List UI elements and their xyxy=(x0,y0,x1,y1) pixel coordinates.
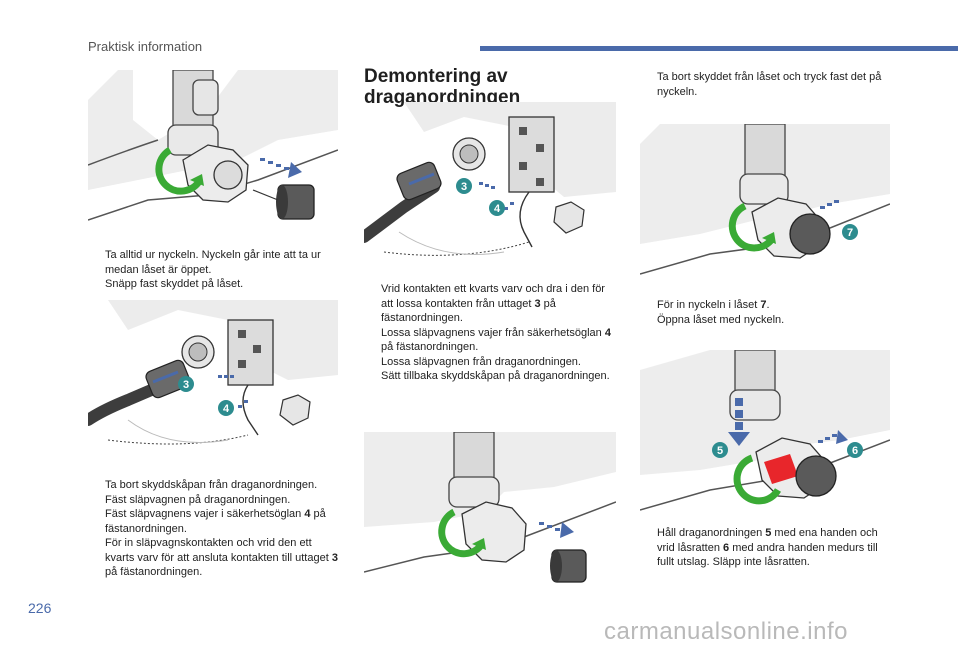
badge-number: 3 xyxy=(178,376,194,392)
header-accent-bar xyxy=(480,46,958,51)
badge-number: 6 xyxy=(847,442,863,458)
step-remove-key: Ta alltid ur nyckeln. Nyckeln går inte a… xyxy=(88,248,343,277)
step-text: För in släpvagnskontakten och vrid den e… xyxy=(105,537,332,564)
ref-number: 6 xyxy=(723,541,730,554)
watermark: carmanualsonline.info xyxy=(604,618,848,645)
step-text: Fäst släpvagnen på draganordningen. xyxy=(105,493,291,506)
step-text: på fästanordningen. xyxy=(105,566,203,578)
step-text: Sätt tillbaka skyddskåpan på draganordni… xyxy=(381,370,610,382)
instructions-turn-knob: Håll draganordningen 5 med ena handen oc… xyxy=(640,526,890,570)
illustration-turn-lock-knob: 5 6 xyxy=(640,350,890,511)
ref-number: 3 xyxy=(331,551,338,564)
step-text: Lossa släpvagnen från draganordningen. xyxy=(381,355,581,368)
step-text: på fästanordningen. xyxy=(381,297,556,325)
step-attach-trailer: Fäst släpvagnen på draganordningen. xyxy=(88,493,343,508)
step-text: med ena handen och vrid låsratten xyxy=(657,527,878,554)
ref-number: 4 xyxy=(604,326,611,339)
step-attach-cable: Fäst släpvagnens vajer i säkerhetsöglan … xyxy=(88,507,343,536)
step-text: Ta alltid ur nyckeln. Nyckeln går inte a… xyxy=(105,249,321,276)
badge-number: 4 xyxy=(489,200,505,216)
step-insert-key: För in nyckeln i låset 7. xyxy=(640,298,890,313)
section-header: Praktisk information xyxy=(88,39,203,54)
step-text: på fästanordningen. xyxy=(105,508,326,535)
badge-number: 4 xyxy=(218,400,234,416)
instructions-attach-trailer: Ta bort skyddskåpan från draganordningen… xyxy=(88,478,343,580)
ref-number: 5 xyxy=(765,527,772,539)
step-text: med andra handen medurs till fullt utsla… xyxy=(657,541,878,569)
step-text: Fäst släpvagnens vajer i säkerhetsöglan xyxy=(105,508,305,520)
step-text: Lossa släpvagnens vajer från säkerhetsög… xyxy=(381,326,605,339)
step-remove-cover: Ta bort skyddskåpan från draganordningen… xyxy=(88,478,343,493)
badge-label: 4 xyxy=(494,203,501,215)
step-text: Ta bort skyddet från låset och tryck fas… xyxy=(657,71,882,98)
badge-label: 4 xyxy=(223,403,230,415)
step-text: Öppna låset med nyckeln. xyxy=(657,313,785,326)
badge-label: 5 xyxy=(717,445,723,457)
step-text: Ta bort skyddskåpan från draganordningen… xyxy=(105,479,318,491)
step-remove-lock-cap: Ta bort skyddet från låset och tryck fas… xyxy=(640,70,890,99)
badge-label: 3 xyxy=(183,379,189,391)
instructions-key-cap: Ta bort skyddet från låset och tryck fas… xyxy=(640,70,890,99)
instructions-lock-cap: Ta alltid ur nyckeln. Nyckeln går inte a… xyxy=(88,248,343,292)
page-number: 226 xyxy=(28,600,52,616)
step-hold-and-turn: Håll draganordningen 5 med ena handen oc… xyxy=(640,526,890,570)
step-unplug: Vrid kontakten ett kvarts varv och dra i… xyxy=(364,282,616,326)
step-text: Vrid kontakten ett kvarts varv och dra i… xyxy=(381,283,605,310)
step-text: . xyxy=(766,299,770,311)
badge-number: 7 xyxy=(842,224,858,240)
step-text: Snäpp fast skyddet på låset. xyxy=(105,278,244,290)
step-text: på fästanordningen. xyxy=(381,341,479,353)
badge-label: 7 xyxy=(847,227,853,239)
step-snap-cap: Snäpp fast skyddet på låset. xyxy=(88,277,343,292)
illustration-lock-cap-bottom xyxy=(364,432,616,583)
step-open-lock: Öppna låset med nyckeln. xyxy=(640,313,890,328)
step-release-cable: Lossa släpvagnens vajer från säkerhetsög… xyxy=(364,326,616,355)
instructions-open-lock: För in nyckeln i låset 7. Öppna låset me… xyxy=(640,298,890,327)
instructions-detach: Vrid kontakten ett kvarts varv och dra i… xyxy=(364,282,616,384)
step-release-trailer: Lossa släpvagnen från draganordningen. xyxy=(364,355,616,370)
badge-label: 6 xyxy=(852,445,858,457)
ref-number: 4 xyxy=(304,508,311,520)
badge-label: 3 xyxy=(461,181,467,193)
badge-number: 5 xyxy=(712,442,728,458)
step-text: För in nyckeln i låset xyxy=(657,299,761,311)
illustration-insert-key: 7 xyxy=(640,124,890,275)
illustration-attach-connector: 3 4 xyxy=(88,300,338,445)
illustration-lock-cap xyxy=(88,70,338,221)
ref-number: 3 xyxy=(534,297,541,310)
step-refit-cover: Sätt tillbaka skyddskåpan på draganordni… xyxy=(364,369,616,384)
illustration-detach-connector: 3 4 xyxy=(364,102,616,256)
title-line: Demontering av xyxy=(364,66,508,87)
ref-number: 7 xyxy=(760,299,767,311)
step-connect-plug: För in släpvagnskontakten och vrid den e… xyxy=(88,536,343,580)
badge-number: 3 xyxy=(456,178,472,194)
step-text: Håll draganordningen xyxy=(657,527,766,539)
